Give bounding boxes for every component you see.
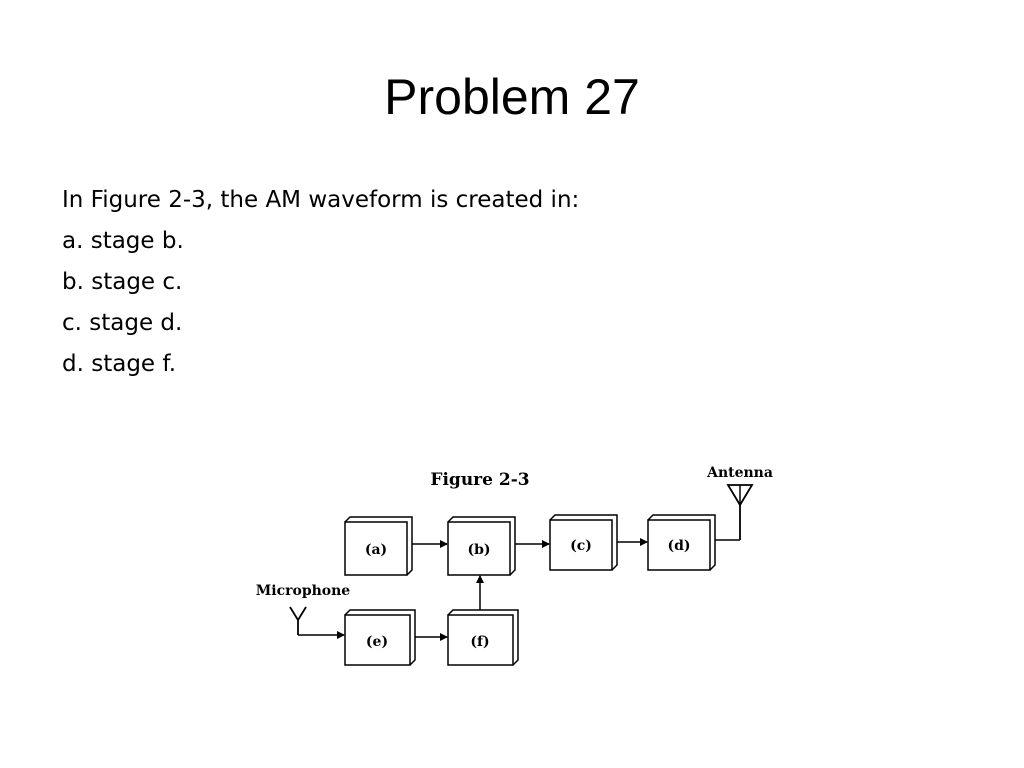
block-a: (a) [344,516,413,576]
slide-title: Problem 27 [384,69,640,125]
microphone-icon [289,606,345,639]
block-e-label: (e) [366,634,388,650]
question-block: In Figure 2-3, the AM waveform is create… [62,180,579,385]
block-a-label: (a) [365,542,387,558]
antenna-label: Antenna [706,465,773,481]
block-f: (f) [447,609,519,666]
block-b-label: (b) [467,542,490,558]
block-d: (d) [647,514,716,571]
antenna-icon [715,484,754,541]
figure-caption: Figure 2-3 [430,470,529,490]
block-c: (c) [549,514,618,571]
option-d: d. stage f. [62,351,177,377]
option-b: b. stage c. [62,269,183,295]
block-diagram: Figure 2-3 Antenna Microphone (a) (b) (c… [256,465,773,666]
block-b: (b) [447,516,516,576]
option-c: c. stage d. [62,310,183,336]
block-e: (e) [344,609,416,666]
option-a: a. stage b. [62,228,184,254]
block-diagram-figure: Figure 2-3 Antenna Microphone (a) (b) (c… [250,455,790,680]
block-f-label: (f) [470,634,489,650]
block-d-label: (d) [667,538,690,554]
question-text: In Figure 2-3, the AM waveform is create… [62,187,580,213]
microphone-label: Microphone [256,583,351,599]
block-c-label: (c) [570,538,592,554]
